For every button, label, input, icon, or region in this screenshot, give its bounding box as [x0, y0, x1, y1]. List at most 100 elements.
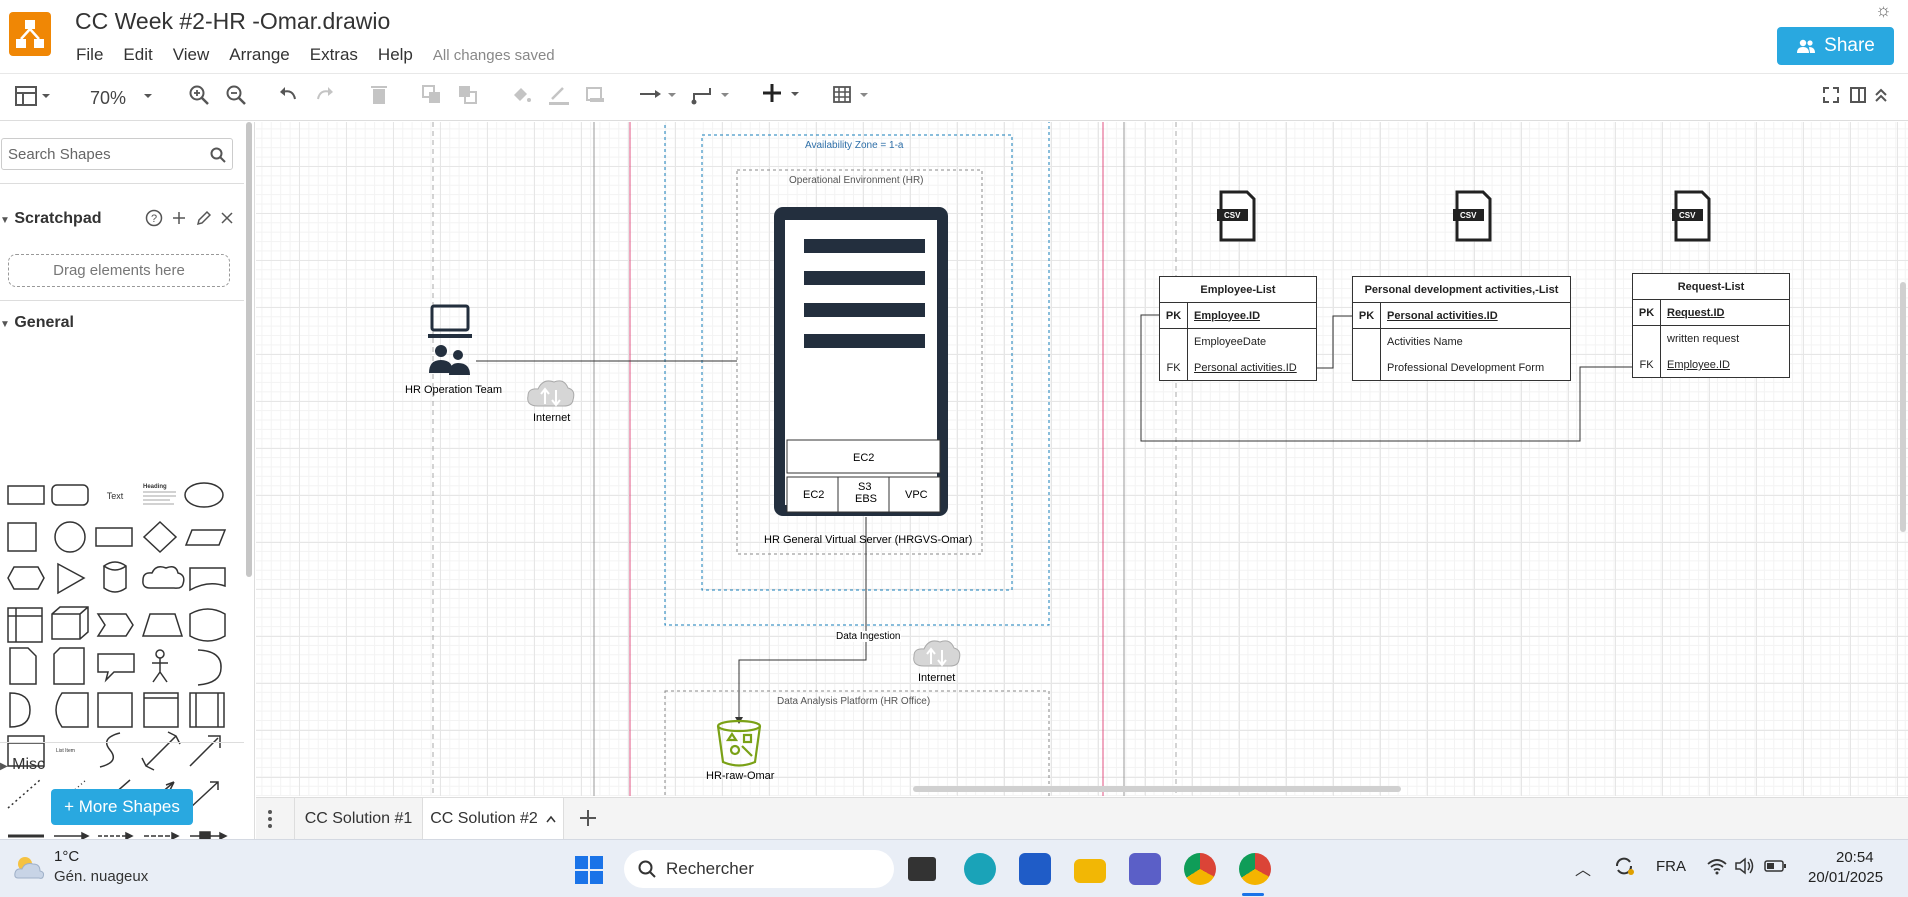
page-tab-bar: CC Solution #1 CC Solution #2 — [256, 797, 1908, 840]
line-color-icon[interactable] — [547, 83, 571, 113]
battery-icon[interactable] — [1764, 858, 1788, 879]
volume-icon[interactable] — [1734, 856, 1756, 881]
field-cell: Professional Development Form — [1387, 362, 1545, 374]
misc-header[interactable]: ▶ Misc — [0, 756, 244, 774]
clock-time[interactable]: 20:54 — [1836, 849, 1874, 866]
menu-file[interactable]: File — [76, 45, 104, 64]
menu-arrange[interactable]: Arrange — [229, 45, 290, 64]
table-title: Personal development activities,-List — [1353, 277, 1570, 303]
teams-icon[interactable] — [1129, 853, 1161, 885]
divider — [0, 300, 244, 301]
pages-menu-icon[interactable] — [266, 808, 274, 835]
sync-icon[interactable] — [1612, 854, 1636, 883]
drawio-logo-icon[interactable] — [9, 12, 51, 56]
zoom-out-icon[interactable] — [225, 83, 247, 113]
tab-cc-solution-2[interactable]: CC Solution #2 — [422, 798, 564, 840]
taskbar-search-input[interactable]: Rechercher — [624, 850, 894, 888]
tab-cc-solution-1[interactable]: CC Solution #1 — [294, 798, 422, 840]
shape-palette[interactable]: Text Heading List Item — [0, 342, 244, 839]
csv-badge: CSV — [1679, 211, 1696, 220]
field-cell: Personal activities.ID — [1387, 309, 1498, 322]
help-icon[interactable]: ? — [145, 209, 163, 227]
process-shape — [95, 527, 133, 547]
format-panel-icon[interactable] — [14, 84, 54, 114]
edit-icon[interactable] — [195, 209, 211, 227]
menu-edit[interactable]: Edit — [123, 45, 153, 64]
shapes-sidebar: Search Shapes ▼ Scratchpad ? Drag elemen… — [0, 122, 255, 839]
windows-taskbar: 1°C Gén. nuageux Rechercher ︿ FRA 20:54 … — [0, 839, 1908, 897]
share-button[interactable]: Share — [1777, 27, 1894, 65]
scratchpad-header[interactable]: ▼ Scratchpad — [0, 210, 244, 228]
chevron-up-icon[interactable]: ︿ — [1575, 862, 1592, 879]
windows-start-icon[interactable] — [574, 855, 604, 890]
waypoints-icon[interactable] — [691, 83, 731, 113]
insert-icon[interactable] — [763, 81, 803, 113]
connection-arrow-icon[interactable] — [638, 83, 678, 113]
ec2-top-box — [786, 439, 941, 474]
undo-icon[interactable] — [277, 83, 299, 113]
fill-color-icon[interactable] — [510, 83, 532, 113]
data-storage-shape — [55, 692, 89, 728]
search-shapes-input[interactable]: Search Shapes — [1, 138, 233, 170]
language-indicator[interactable]: FRA — [1656, 858, 1686, 875]
menu-extras[interactable]: Extras — [309, 45, 358, 64]
clock-date[interactable]: 20/01/2025 — [1808, 869, 1884, 886]
table-icon[interactable] — [832, 83, 872, 113]
field-cell: Activities Name — [1387, 336, 1463, 348]
data-ingestion-connector — [738, 517, 867, 720]
table-row: EmployeeDate — [1160, 329, 1316, 355]
horizontal-scrollbar[interactable] — [913, 786, 1401, 792]
sidebar-scrollbar[interactable] — [246, 122, 252, 577]
redo-icon[interactable] — [314, 83, 336, 113]
scratchpad-drop-zone[interactable]: Drag elements here — [8, 254, 230, 287]
request-list-table[interactable]: Request-List PK Request.ID written reque… — [1632, 273, 1790, 378]
weather-icon[interactable] — [12, 852, 46, 887]
cylinder-shape — [102, 561, 127, 593]
close-icon[interactable] — [219, 209, 235, 227]
field-cell: Request.ID — [1667, 306, 1725, 319]
to-back-icon[interactable] — [457, 83, 479, 113]
employee-list-table[interactable]: Employee-List PK Employee.ID EmployeeDat… — [1159, 276, 1317, 381]
vertical-scrollbar[interactable] — [1900, 282, 1906, 532]
general-header[interactable]: ▼ General — [0, 314, 244, 332]
table-row: FK Employee.ID — [1633, 352, 1789, 378]
wifi-icon[interactable] — [1706, 856, 1728, 881]
chevron-up-icon[interactable] — [546, 815, 556, 823]
more-shapes-button[interactable]: + More Shapes — [51, 789, 193, 825]
microsoft-store-icon[interactable] — [1019, 853, 1051, 885]
file-explorer-icon[interactable] — [1074, 859, 1106, 883]
theme-toggle-icon[interactable]: ☼ — [1875, 0, 1892, 20]
diagram-canvas[interactable]: Availability Zone = 1-a Operational Envi… — [256, 122, 1908, 796]
zoom-dropdown-icon[interactable] — [142, 84, 154, 114]
panel-toggle-icon[interactable] — [1849, 86, 1867, 110]
add-icon[interactable] — [171, 209, 187, 227]
shape-listitem-label: List Item — [56, 748, 75, 754]
parallelogram-shape — [184, 529, 227, 546]
zoom-level[interactable]: 70% — [90, 88, 127, 108]
key-cell: FK — [1633, 352, 1661, 378]
chrome-icon[interactable] — [1184, 853, 1216, 885]
table-row: written request — [1633, 326, 1789, 352]
list-shape — [7, 735, 45, 767]
personal-development-table[interactable]: Personal development activities,-List PK… — [1352, 276, 1571, 381]
edge-browser-icon[interactable] — [964, 853, 996, 885]
save-status: All changes saved — [432, 47, 555, 64]
zoom-in-icon[interactable] — [188, 83, 210, 113]
delete-icon[interactable] — [368, 83, 390, 113]
document-title[interactable]: CC Week #2-HR -Omar.drawio — [75, 8, 391, 34]
collapse-icon[interactable] — [1873, 86, 1889, 110]
bidirectional-arrow-shape — [141, 731, 181, 771]
menu-view[interactable]: View — [172, 45, 210, 64]
delay-shape — [9, 692, 31, 728]
chrome-profile-icon[interactable] — [1239, 853, 1271, 885]
to-front-icon[interactable] — [421, 83, 443, 113]
general-title: General — [14, 314, 74, 331]
bucket-label: HR-raw-Omar — [706, 770, 775, 782]
search-icon — [210, 147, 226, 163]
add-page-icon[interactable] — [578, 808, 598, 833]
shadow-icon[interactable] — [585, 83, 607, 113]
task-view-icon[interactable] — [908, 857, 936, 881]
fullscreen-icon[interactable] — [1822, 86, 1840, 110]
divider — [0, 183, 244, 184]
menu-help[interactable]: Help — [377, 45, 413, 64]
